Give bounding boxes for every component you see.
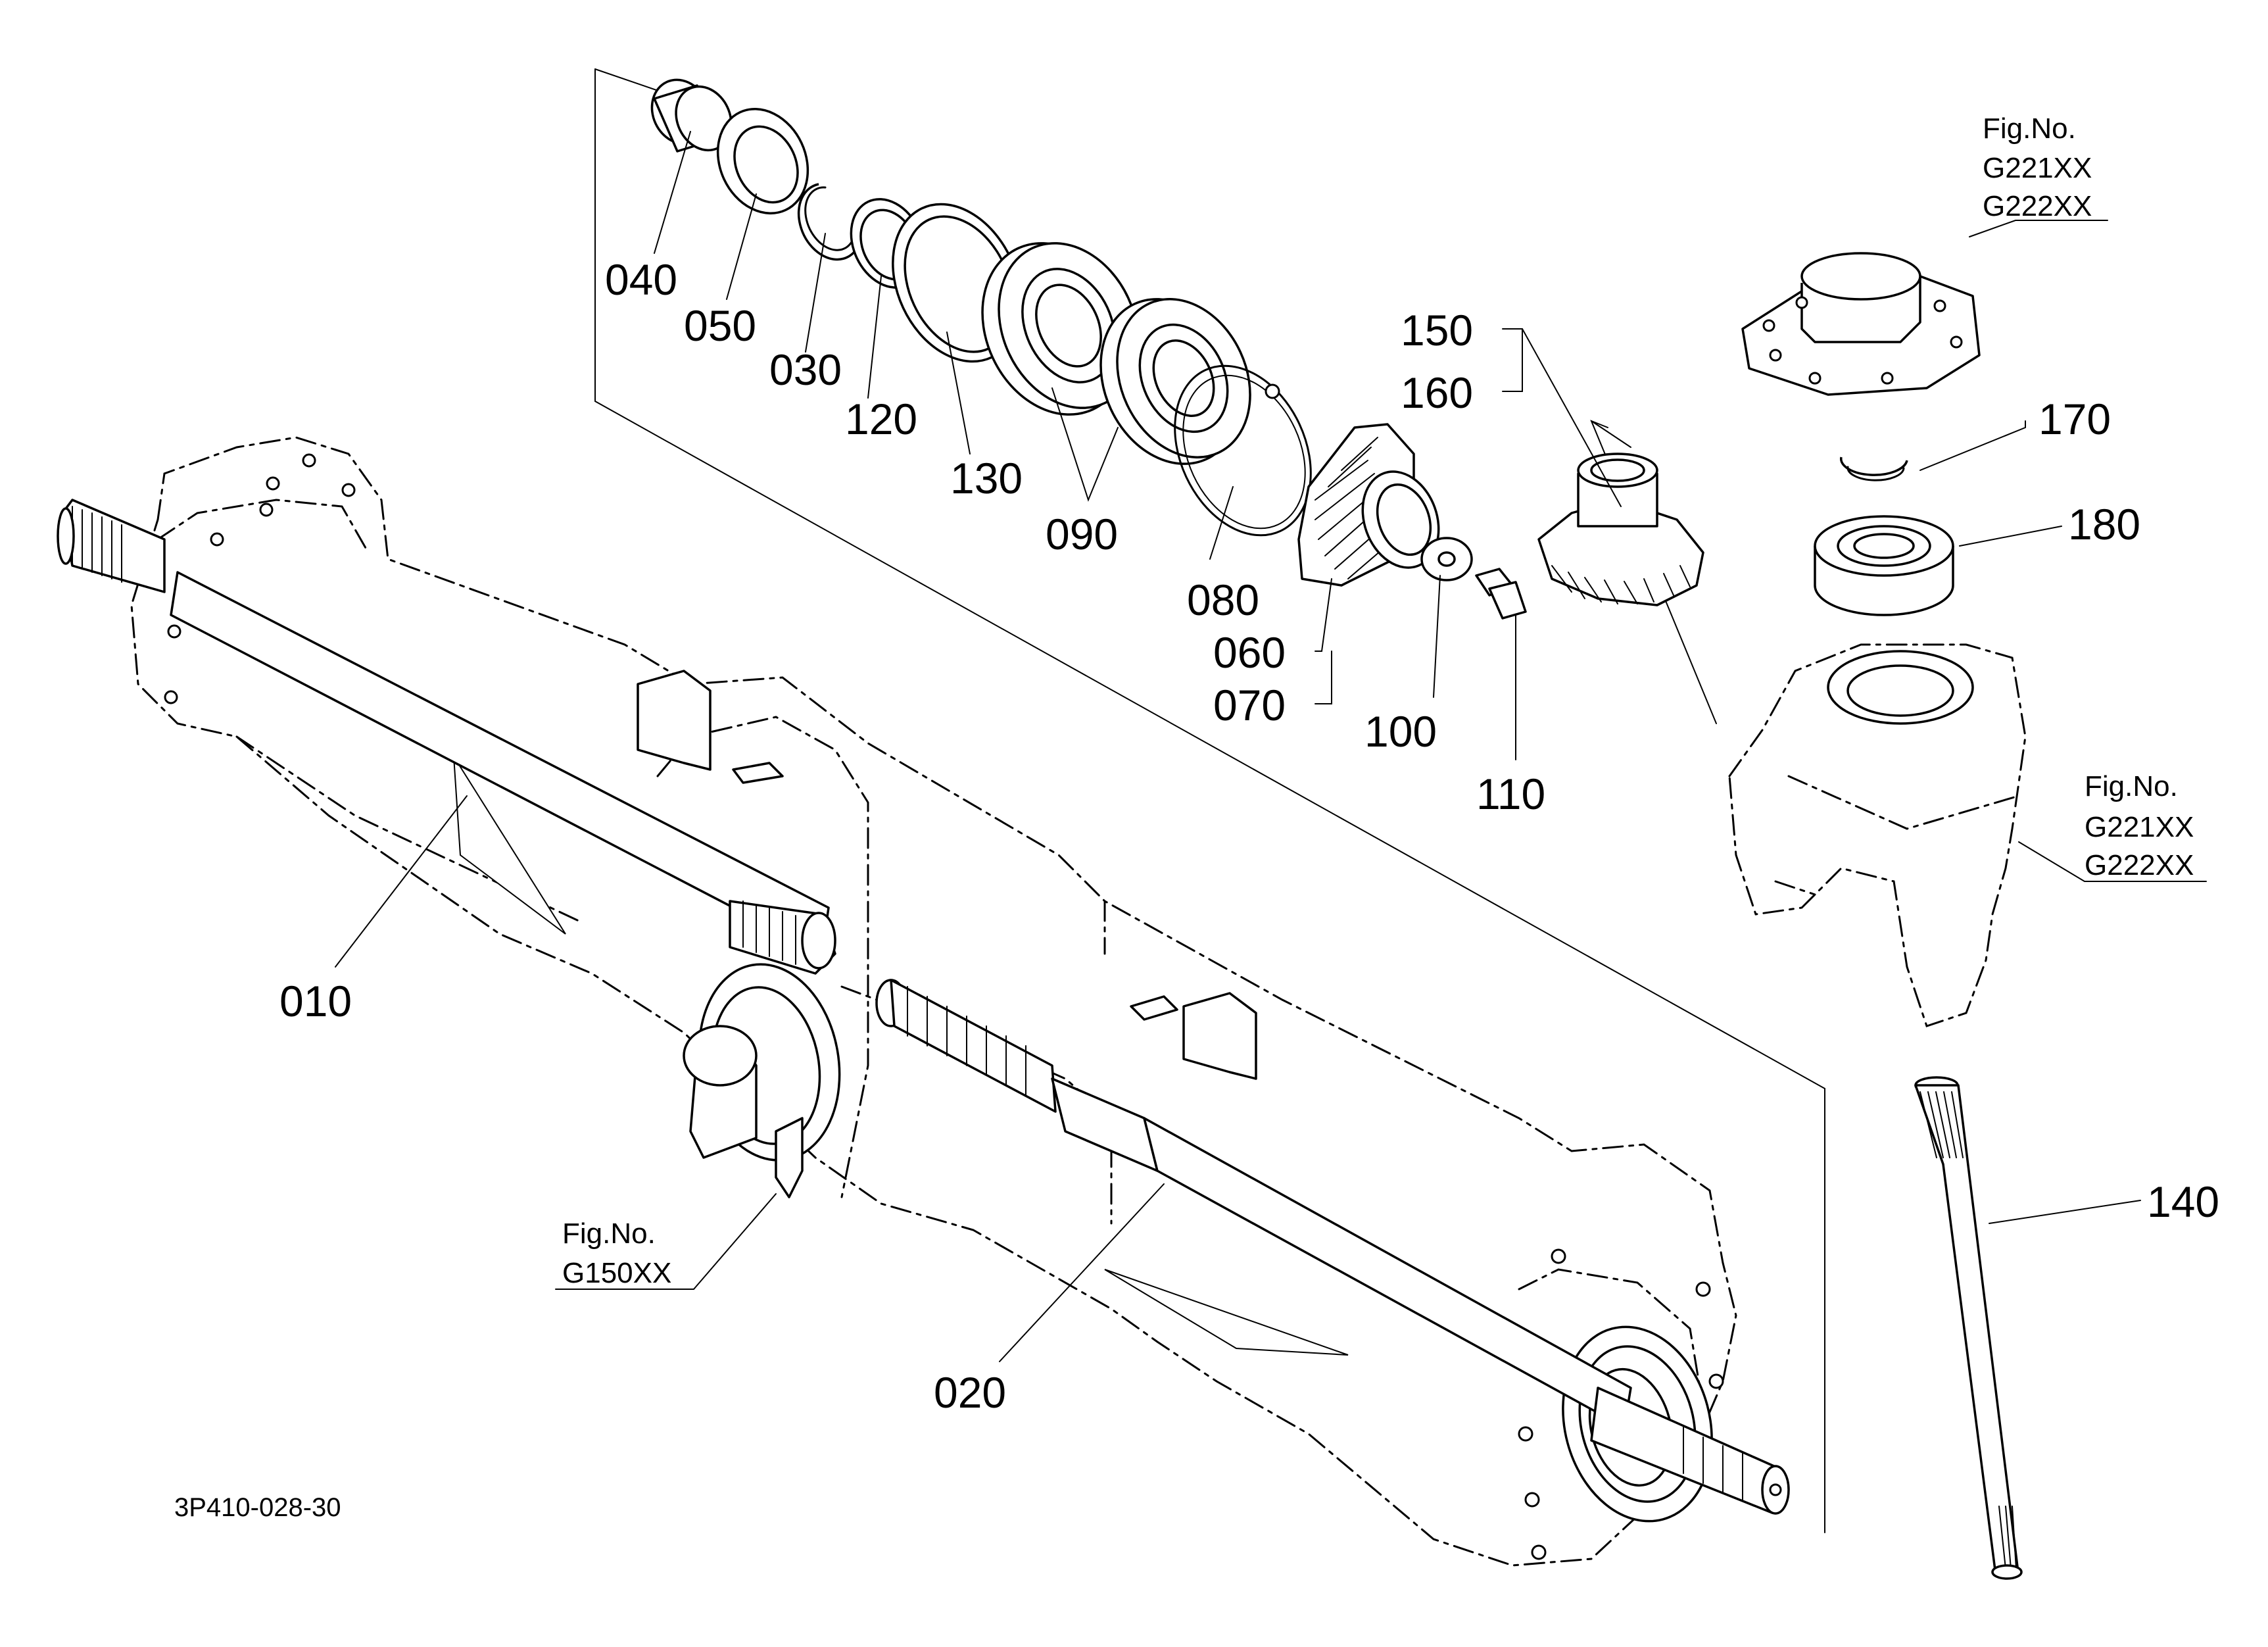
fig-ref-3-line2: G150XX [562, 1257, 671, 1289]
spline-left-020 [907, 986, 1026, 1096]
part-180-bearing [1814, 515, 1954, 616]
part-number-labels: 040 050 030 120 130 090 080 060 070 100 … [279, 255, 2219, 1417]
label-120: 120 [845, 395, 917, 443]
label-170: 170 [2039, 395, 2111, 443]
pinion-gear-teeth [1551, 565, 1691, 604]
part-100-washer [1420, 537, 1473, 581]
drawing-code: 3P410-028-30 [174, 1493, 341, 1522]
vertical-shaft-140 [1914, 1076, 2023, 1580]
fig-ref-1-line2: G221XX [1983, 152, 2092, 184]
label-140: 140 [2147, 1177, 2219, 1226]
fig-ref-2-line2: G221XX [2085, 811, 2194, 843]
fig-ref-1-line1: Fig.No. [1983, 112, 2076, 145]
part-090-bearing-b [1099, 298, 1251, 465]
leader-lines [335, 131, 2207, 1362]
housing-pads [453, 670, 1349, 1356]
steering-case [1728, 643, 2027, 1027]
fig-ref-2-line1: Fig.No. [2085, 770, 2178, 802]
part-110-bolt [1475, 568, 1527, 620]
axle-shaft-020 [875, 979, 1790, 1515]
label-100: 100 [1364, 707, 1437, 756]
axle-shaft-010 [57, 499, 836, 975]
part-050-seal [716, 108, 809, 214]
label-040: 040 [605, 255, 677, 304]
part-150-160-pinion-gear [1537, 453, 1704, 606]
label-030: 030 [769, 345, 842, 394]
label-080: 080 [1187, 576, 1259, 624]
bevel-gear-teeth [1315, 437, 1395, 579]
fig-ref-mid-right: Fig.No. G221XX G222XX [2085, 770, 2194, 881]
spline-right-020 [1683, 1427, 1743, 1500]
spline-bottom-140 [1998, 1506, 2017, 1569]
fig-ref-1-line3: G222XX [1983, 190, 2092, 222]
spline-right-010 [742, 900, 796, 965]
label-180: 180 [2068, 500, 2140, 549]
label-090: 090 [1046, 510, 1118, 558]
label-130: 130 [950, 454, 1023, 503]
fig-ref-3-line1: Fig.No. [562, 1217, 656, 1250]
part-080-snap-ring [1174, 364, 1312, 537]
spline-top-140 [1919, 1091, 1964, 1158]
label-060: 060 [1213, 628, 1286, 677]
label-160: 160 [1401, 368, 1473, 417]
fig-ref-bottom-left: Fig.No. G150XX [562, 1217, 671, 1289]
label-150: 150 [1401, 306, 1473, 355]
housing-bolt-holes [164, 453, 1724, 1560]
label-020: 020 [934, 1368, 1006, 1417]
label-070: 070 [1213, 681, 1286, 729]
fig-ref-top-right: Fig.No. G221XX G222XX [1983, 112, 2092, 222]
part-170-circlip [1840, 456, 1908, 481]
label-050: 050 [684, 301, 756, 350]
kingpin-flange-cap [1741, 252, 1981, 396]
housing-side-hub [683, 963, 841, 1198]
part-090-bearing-a [981, 242, 1140, 416]
part-060-070-bevel-gear [1297, 423, 1440, 587]
label-010: 010 [279, 977, 352, 1025]
fig-ref-2-line3: G222XX [2085, 849, 2194, 881]
label-110: 110 [1476, 770, 1545, 818]
